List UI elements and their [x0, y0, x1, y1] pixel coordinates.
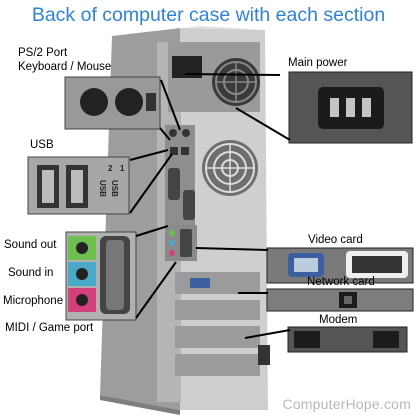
modem-leader-line	[244, 329, 291, 339]
modem-label: Modem	[319, 314, 358, 326]
ps2-leader-line	[160, 79, 181, 131]
network-card-label: Network card	[307, 276, 375, 288]
usb-upper-num: 1	[120, 164, 125, 173]
usb-inset: USB 1 USB 2	[27, 156, 130, 215]
main-power-leader-line-2	[235, 107, 291, 141]
ps2-leader-line-2	[159, 127, 171, 141]
microphone-label: Microphone	[3, 295, 64, 307]
audio-leader-line	[135, 225, 169, 237]
ps2-inset	[64, 76, 161, 130]
main-power-inset	[288, 71, 413, 144]
video-card-inset	[266, 247, 414, 284]
expansion-slots	[165, 225, 270, 376]
sound-in-label: Sound in	[8, 267, 54, 279]
modem-inset	[287, 326, 408, 353]
usb-leader-line-2	[129, 153, 173, 214]
main-power-label: Main power	[288, 57, 348, 69]
usb-lower-label: USB	[98, 180, 107, 197]
leader-lines	[129, 73, 291, 339]
audio-inset	[65, 231, 137, 321]
ps2-port-label: PS/2 Port Keyboard / Mouse	[18, 47, 112, 73]
main-power-leader-line	[184, 73, 281, 76]
usb-upper-label: USB	[110, 180, 119, 197]
video-leader-line	[195, 247, 269, 251]
usb-leader-line	[129, 149, 169, 161]
watermark: ComputerHope.com	[282, 396, 411, 412]
audio-leader-line-2	[135, 261, 177, 319]
midi-game-port-label: MIDI / Game port	[5, 322, 94, 334]
usb-lower-num: 2	[108, 164, 113, 173]
case-fan	[202, 140, 258, 196]
io-panel	[165, 125, 195, 240]
video-card-label: Video card	[308, 234, 363, 246]
diagram-title: Back of computer case with each section	[31, 4, 386, 26]
sound-out-label: Sound out	[4, 239, 57, 251]
usb-label: USB	[30, 139, 54, 151]
power-supply	[168, 42, 260, 112]
network-card-inset	[266, 288, 414, 312]
